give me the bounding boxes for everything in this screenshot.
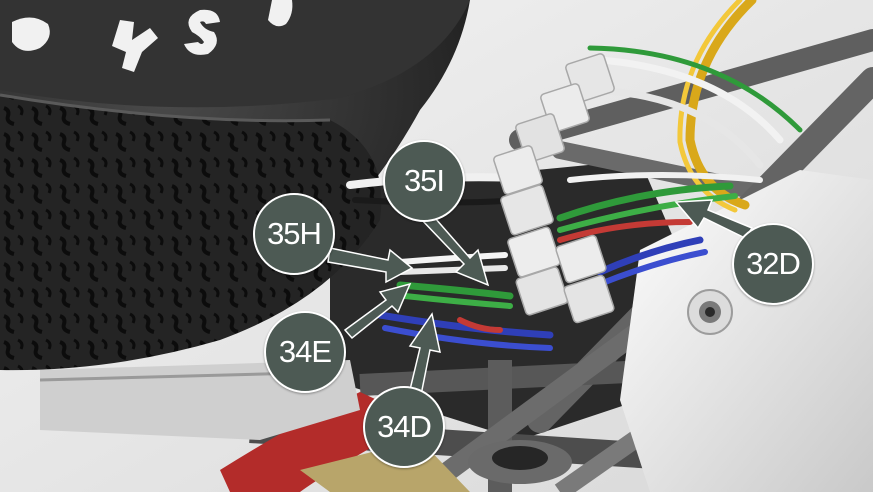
callout-35I: 35I <box>383 140 465 222</box>
callout-label-32D: 32D <box>746 246 801 281</box>
connectors <box>493 53 615 324</box>
callout-34D: 34D <box>363 386 445 468</box>
callout-label-35H: 35H <box>267 216 322 251</box>
leader-32D <box>674 199 754 239</box>
callout-35H: 35H <box>253 193 335 275</box>
callout-label-34E: 34E <box>278 334 332 369</box>
callout-label-35I: 35I <box>403 163 445 198</box>
callout-label-34D: 34D <box>377 409 432 444</box>
leader-arrows <box>327 199 754 401</box>
leader-35I <box>418 208 490 287</box>
tire <box>0 0 470 371</box>
leader-34E <box>343 282 412 340</box>
callout-34E: 34E <box>264 311 346 393</box>
hub <box>468 440 572 484</box>
callout-32D: 32D <box>732 223 814 305</box>
leader-35H <box>327 247 414 284</box>
sidewall-lettering-shapes <box>12 0 293 72</box>
